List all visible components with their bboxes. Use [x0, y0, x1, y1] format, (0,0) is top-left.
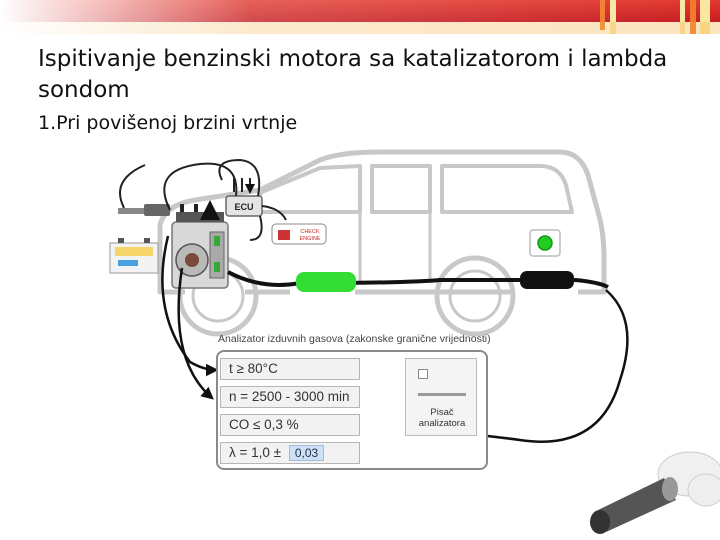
param-lambda-text: λ = 1,0 ±	[229, 445, 282, 460]
printer-label: Pisač analizatora	[406, 407, 478, 429]
tailpipe-graphic	[590, 451, 720, 534]
param-co-text: CO ≤ 0,3 %	[229, 417, 299, 432]
param-temperature-text: t ≥ 80°C	[229, 361, 278, 376]
printer-label-line1: Pisač	[430, 407, 454, 418]
ecu-label: ECU	[234, 202, 253, 212]
muffler	[520, 271, 574, 289]
battery	[109, 238, 159, 274]
analyzer-printer: Pisač analizatora	[405, 358, 477, 436]
param-co: CO ≤ 0,3 %	[220, 414, 360, 436]
param-temperature: t ≥ 80°C	[220, 358, 360, 380]
param-rpm-text: n = 2500 - 3000 min	[229, 389, 350, 404]
exhaust-pipe	[227, 270, 609, 289]
header-bar	[0, 0, 720, 34]
printer-label-line2: analizatora	[418, 418, 466, 429]
engine-block	[171, 204, 228, 289]
slide-subtitle: 1.Pri povišenoj brzini vrtnje	[38, 112, 298, 134]
sensor-connector	[144, 204, 170, 216]
car-wheels	[177, 255, 516, 337]
analyzer-caption: Analizator izduvnih gasova (zakonske gra…	[218, 333, 491, 345]
header-stripes-decoration	[0, 0, 720, 34]
wiring	[119, 158, 287, 241]
car-body	[157, 149, 607, 295]
param-rpm: n = 2500 - 3000 min	[220, 386, 360, 408]
printer-paper-icon	[418, 369, 428, 379]
param-lambda-value: 0,03	[288, 445, 325, 461]
green-indicator-light	[537, 235, 553, 251]
check-engine-text-2: ENGINE	[299, 236, 320, 242]
check-engine-text-1: CHECK	[300, 229, 320, 235]
slide-title: Ispitivanje benzinski motora sa kataliza…	[38, 46, 668, 103]
catalytic-converter	[296, 272, 356, 292]
printer-slot	[418, 393, 466, 396]
sensor-left	[118, 208, 144, 214]
check-engine-lamp	[271, 223, 327, 245]
param-lambda: λ = 1,0 ± 0,03	[220, 442, 360, 464]
